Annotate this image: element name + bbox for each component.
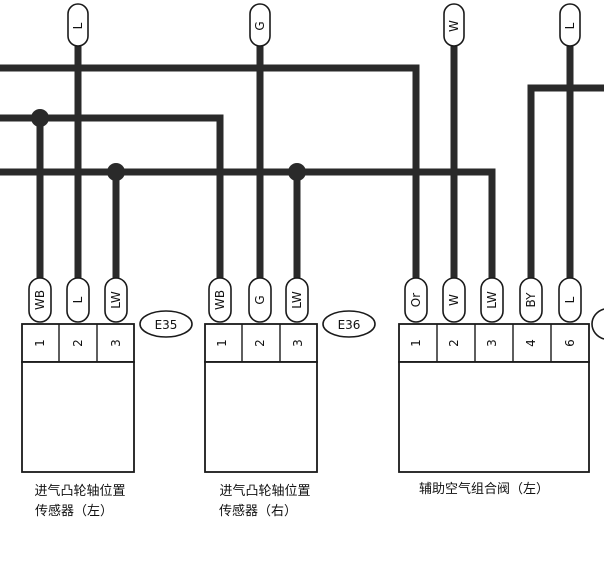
component-body [204, 361, 318, 473]
wire-by [527, 84, 604, 290]
top-label-w: W [443, 3, 465, 47]
component-label: 进气凸轮轴位置 [219, 483, 310, 499]
connector-block [398, 323, 590, 363]
pin-number: 2 [447, 339, 461, 347]
pin-number: 1 [215, 339, 229, 347]
splice-dot [31, 109, 49, 127]
pin-number: 2 [71, 339, 85, 347]
wire-tag-text: BY [524, 292, 538, 308]
wire-bus-middle [0, 114, 224, 290]
wire-tag-text: WB [213, 290, 227, 310]
top-label-text: W [447, 20, 461, 32]
top-label-l-left: L [67, 3, 89, 47]
pin-number: 1 [409, 339, 423, 347]
wire-tag-wb: WB [28, 277, 52, 323]
wire-tag-or: Or [404, 277, 428, 323]
top-label-g: G [249, 3, 271, 47]
splice-dot [107, 163, 125, 181]
connector-block [21, 323, 135, 363]
wire-tag-w: W [442, 277, 466, 323]
pin-number: 2 [253, 339, 267, 347]
top-label-text: L [563, 22, 577, 29]
wire-tag-text: W [447, 294, 461, 306]
component-intake-cam-sensor-right: 1 2 3 [204, 323, 318, 473]
wire-tag-text: Or [409, 293, 423, 307]
wire-tag-lw: LW [285, 277, 309, 323]
connector-code-text: E35 [155, 318, 178, 332]
pin-number: 4 [524, 339, 538, 347]
wire-tag-l: L [558, 277, 582, 323]
wire-tag-text: WB [33, 290, 47, 310]
wire-tag-by: BY [519, 277, 543, 323]
wire-tag-text: LW [290, 291, 304, 309]
splice-dot [288, 163, 306, 181]
wire-bus-lower [0, 168, 496, 290]
wire-tag-text: LW [485, 291, 499, 309]
wire-tag-text: G [253, 295, 267, 304]
wire-tag-text: LW [109, 291, 123, 309]
wire-tag-lw: LW [104, 277, 128, 323]
pin-number: 3 [291, 339, 305, 347]
connector-code-e35: E35 [139, 310, 193, 338]
component-label: 辅助空气组合阀（左） [419, 481, 549, 497]
wire-tag-l: L [66, 277, 90, 323]
top-label-l-right: L [559, 3, 581, 47]
component-label: 进气凸轮轴位置 [34, 483, 125, 499]
top-label-text: L [71, 22, 85, 29]
component-intake-cam-sensor-left: 1 2 3 [21, 323, 135, 473]
wire-tag-text: L [563, 296, 577, 303]
pin-number: 3 [109, 339, 123, 347]
wire-bus-top [0, 64, 420, 290]
wire-tag-g: G [248, 277, 272, 323]
pin-number: 3 [485, 339, 499, 347]
pin-number: 6 [563, 339, 577, 347]
top-label-text: G [253, 21, 267, 30]
wire-tag-wb: WB [208, 277, 232, 323]
wire-tag-lw: LW [480, 277, 504, 323]
connector-code-partial [591, 308, 604, 340]
connector-block [204, 323, 318, 363]
connector-code-e36: E36 [322, 310, 376, 338]
pin-number: 1 [33, 339, 47, 347]
connector-code-text: E36 [338, 318, 361, 332]
component-body [398, 361, 590, 473]
component-body [21, 361, 135, 473]
component-label: 传感器（右） [219, 503, 297, 519]
wire-tag-text: L [71, 296, 85, 303]
component-label: 传感器（左） [35, 503, 113, 519]
component-aux-air-valve-left: 1 2 3 4 6 [398, 323, 590, 473]
